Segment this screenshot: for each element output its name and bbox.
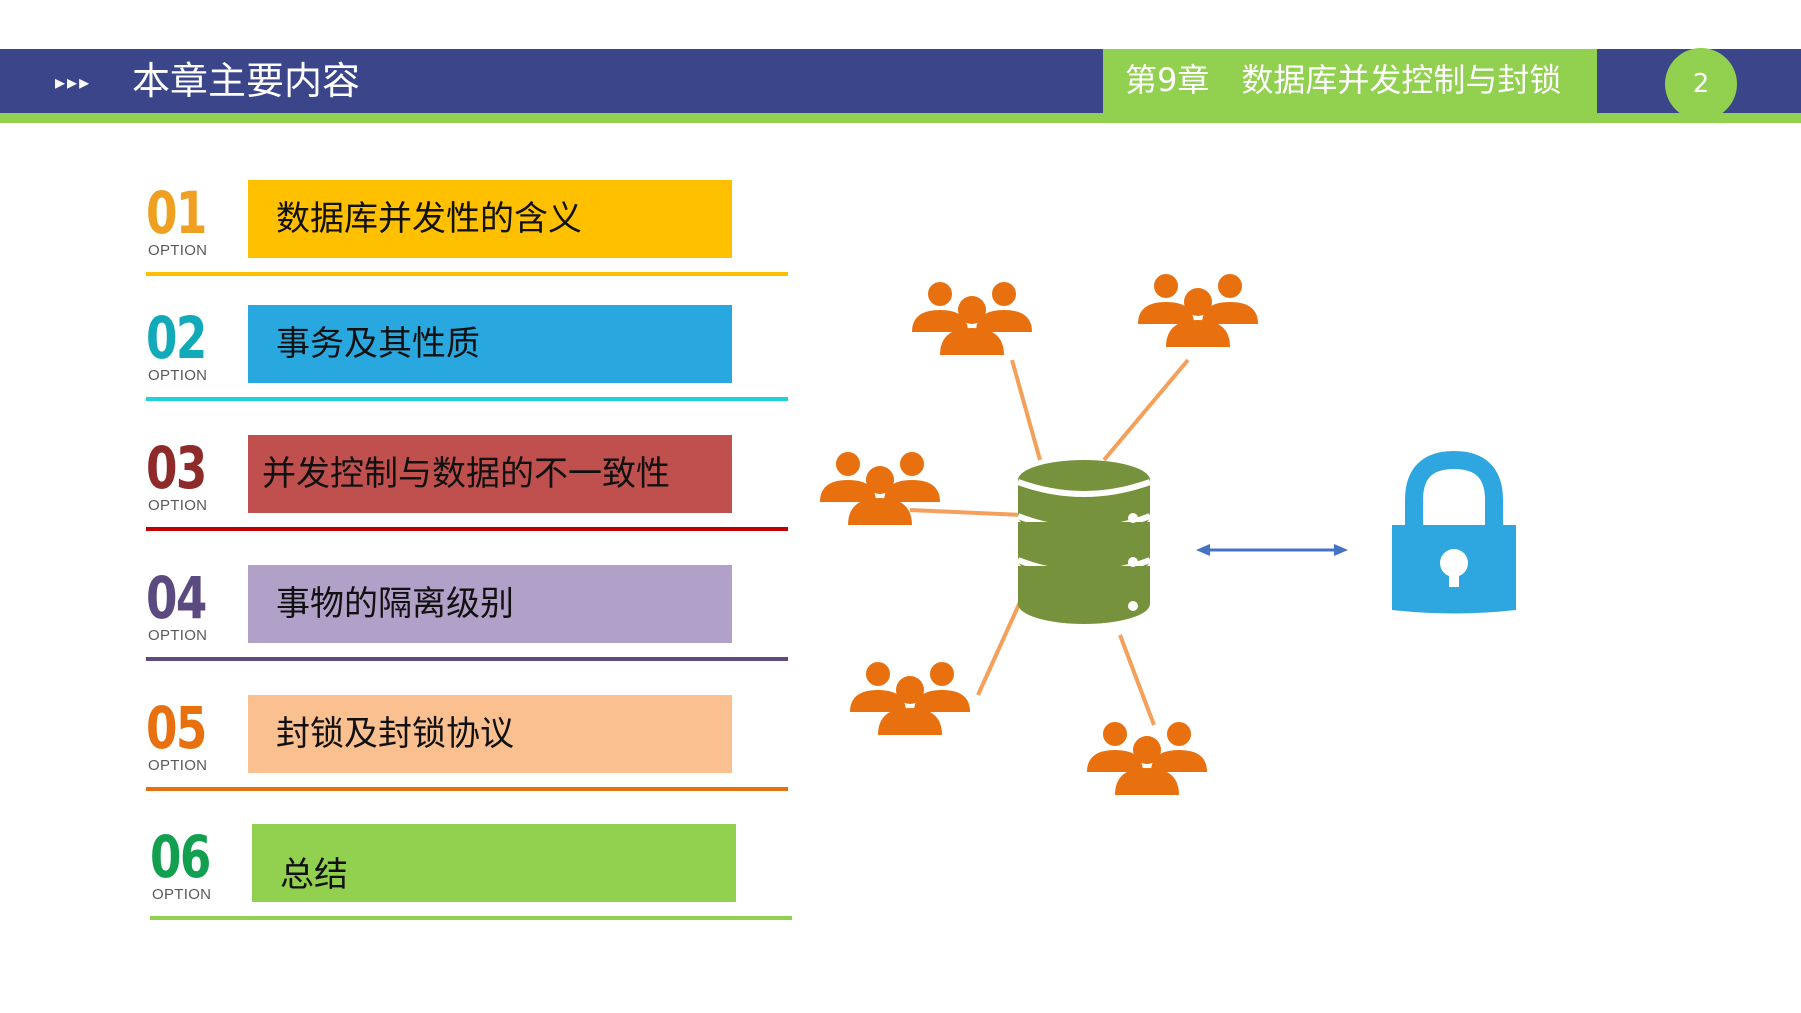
item-label-box[interactable]: 总结 xyxy=(252,824,736,902)
menu-item-05[interactable]: 05 OPTION 封锁及封锁协议 xyxy=(146,695,792,795)
connector-line xyxy=(1102,358,1190,462)
menu-item-01[interactable]: 01 OPTION 数据库并发性的含义 xyxy=(146,180,792,280)
chapter-title: 第9章 数据库并发控制与封锁 xyxy=(1125,61,1562,99)
item-option-label: OPTION xyxy=(148,627,208,644)
item-number: 03 xyxy=(146,434,207,502)
people-group-icon xyxy=(1087,722,1207,795)
item-underline xyxy=(146,397,788,401)
connector-lines xyxy=(909,358,1190,726)
people-group-icon xyxy=(820,452,940,525)
item-number: 05 xyxy=(146,694,207,762)
item-number: 01 xyxy=(146,179,207,247)
item-label: 总结 xyxy=(280,855,348,895)
item-label: 事务及其性质 xyxy=(276,324,480,364)
item-label-box[interactable]: 并发控制与数据的不一致性 xyxy=(248,435,732,513)
connector-line xyxy=(976,601,1022,696)
item-label: 事物的隔离级别 xyxy=(276,584,514,624)
item-number: 02 xyxy=(146,304,207,372)
connector-line xyxy=(909,508,1023,517)
item-option-label: OPTION xyxy=(148,757,208,774)
item-option-label: OPTION xyxy=(148,497,208,514)
item-label-box[interactable]: 事务及其性质 xyxy=(248,305,732,383)
item-number: 04 xyxy=(146,564,207,632)
menu-item-03[interactable]: 03 OPTION 并发控制与数据的不一致性 xyxy=(146,435,792,535)
item-label: 数据库并发性的含义 xyxy=(276,199,582,239)
menu-item-04[interactable]: 04 OPTION 事物的隔离级别 xyxy=(146,565,792,665)
lock-icon xyxy=(1392,450,1516,614)
item-option-label: OPTION xyxy=(148,242,208,259)
header-underline xyxy=(0,113,1801,123)
double-arrow-icon xyxy=(1196,544,1348,556)
connector-line xyxy=(1010,359,1042,461)
people-group-icon xyxy=(850,662,970,735)
concurrency-diagram xyxy=(820,274,1516,795)
header-arrows-icon: ▸▸▸ xyxy=(55,70,92,94)
menu-item-06[interactable]: 06 OPTION 总结 xyxy=(150,824,796,924)
item-number: 06 xyxy=(150,823,211,891)
database-icon xyxy=(1016,460,1152,624)
menu-item-02[interactable]: 02 OPTION 事务及其性质 xyxy=(146,305,792,405)
people-group-icon xyxy=(1138,274,1258,347)
item-option-label: OPTION xyxy=(152,886,212,903)
page-number: 2 xyxy=(1692,69,1710,99)
item-label-box[interactable]: 封锁及封锁协议 xyxy=(248,695,732,773)
people-group-icon xyxy=(912,282,1032,355)
page-number-badge: 2 xyxy=(1665,48,1737,120)
item-underline xyxy=(150,916,792,920)
item-label-box[interactable]: 数据库并发性的含义 xyxy=(248,180,732,258)
item-underline xyxy=(146,272,788,276)
item-label: 封锁及封锁协议 xyxy=(276,714,514,754)
page-title: 本章主要内容 xyxy=(132,59,361,103)
connector-line xyxy=(1118,634,1156,726)
item-underline xyxy=(146,787,788,791)
item-underline xyxy=(146,657,788,661)
item-label-box[interactable]: 事物的隔离级别 xyxy=(248,565,732,643)
item-underline xyxy=(146,527,788,531)
chapter-box: 第9章 数据库并发控制与封锁 xyxy=(1103,49,1597,123)
item-label: 并发控制与数据的不一致性 xyxy=(262,454,670,494)
item-option-label: OPTION xyxy=(148,367,208,384)
